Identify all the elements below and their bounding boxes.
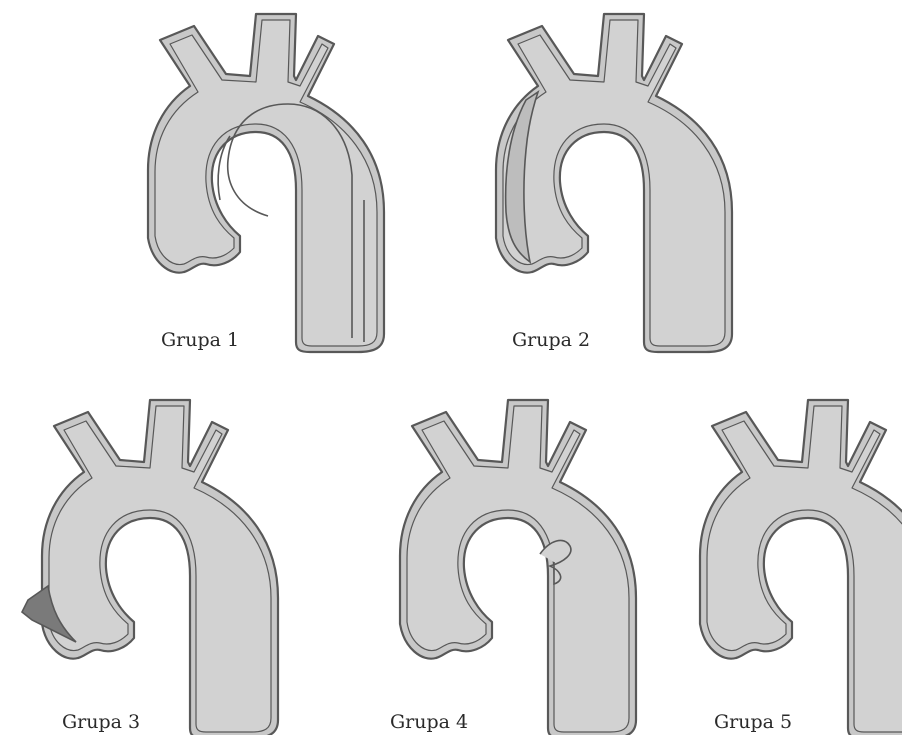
panel-group-1 [148, 14, 384, 352]
panel-group-4 [400, 400, 636, 735]
panel-group-5 [700, 400, 902, 735]
panel-group-3 [22, 400, 278, 735]
panel-label: Grupa 2 [512, 329, 590, 351]
panel-label: Grupa 1 [161, 329, 239, 351]
aortic-lumen [407, 406, 629, 732]
aortic-lumen [503, 20, 725, 346]
panel-label: Grupa 3 [62, 711, 140, 733]
aortic-lumen [155, 20, 377, 346]
aortic-lumen [49, 406, 271, 732]
panel-label: Grupa 4 [390, 711, 468, 733]
panel-label: Grupa 5 [714, 711, 792, 733]
panel-group-2 [496, 14, 732, 352]
